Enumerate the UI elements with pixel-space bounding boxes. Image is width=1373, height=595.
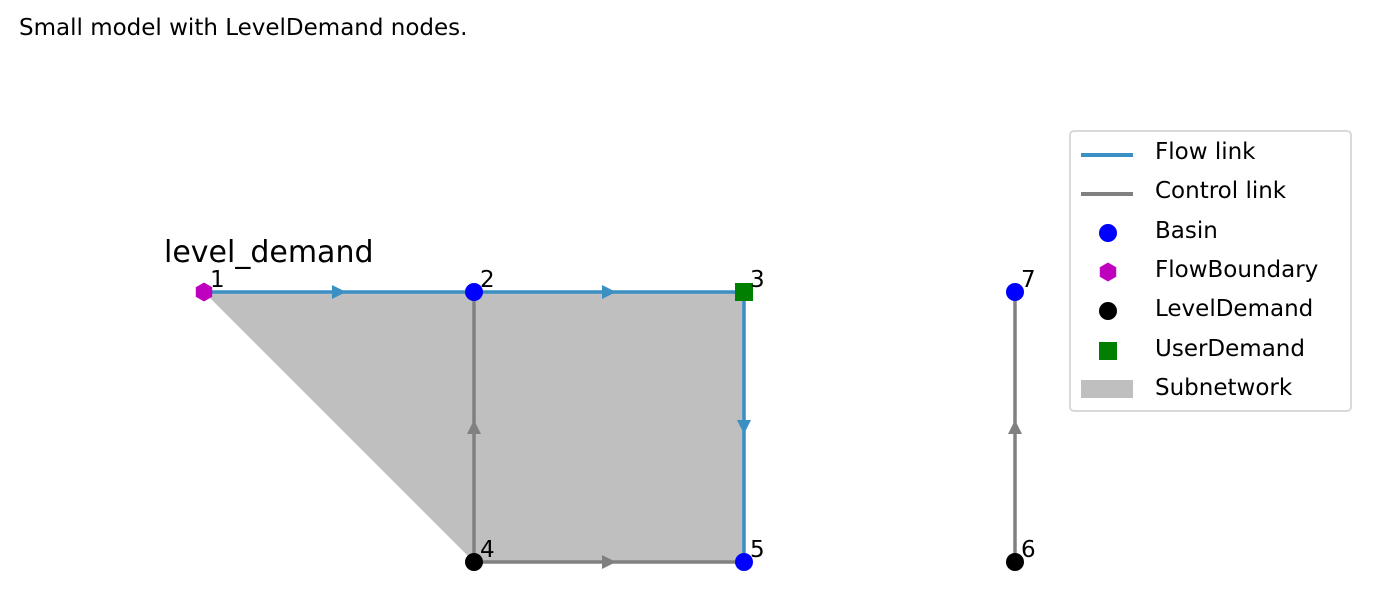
arrow-head-icon	[332, 285, 346, 299]
node-id-label: 3	[750, 267, 765, 293]
legend-label: Basin	[1155, 217, 1218, 244]
arrow-head-icon	[1008, 420, 1022, 434]
node-5-circle-icon[interactable]	[735, 553, 753, 571]
legend-label: FlowBoundary	[1155, 256, 1319, 283]
node-id-label: 2	[480, 267, 495, 293]
node-id-label: 6	[1021, 537, 1036, 563]
legend-item: Control link	[1071, 175, 1350, 211]
line-swatch-icon	[1081, 192, 1133, 197]
node-6-circle-icon[interactable]	[1006, 553, 1024, 571]
node-3-square-icon[interactable]	[735, 283, 753, 301]
legend-label: UserDemand	[1155, 335, 1305, 362]
arrow-head-icon	[467, 420, 481, 434]
arrow-head-icon	[602, 285, 616, 299]
legend-label: Subnetwork	[1155, 374, 1293, 401]
node-7-circle-icon[interactable]	[1006, 283, 1024, 301]
arrow-head-icon	[737, 420, 751, 434]
square-icon	[1099, 341, 1117, 360]
legend-label: LevelDemand	[1155, 296, 1314, 323]
arrow-head-icon	[602, 555, 616, 569]
legend-item: Basin	[1071, 215, 1350, 251]
circle-icon	[1099, 223, 1117, 242]
legend-item: FlowBoundary	[1071, 254, 1350, 290]
node-id-label: 7	[1021, 267, 1036, 293]
page-title: Small model with LevelDemand nodes.	[19, 15, 468, 41]
node-1-hexagon-icon[interactable]	[195, 282, 213, 302]
line-swatch-icon	[1081, 153, 1133, 157]
legend-label: Control link	[1155, 178, 1287, 205]
patch-swatch-icon	[1081, 379, 1133, 398]
legend-item: Subnetwork	[1071, 372, 1350, 408]
node-id-label: 1	[210, 267, 225, 293]
node-id-label: 4	[480, 537, 495, 563]
node-2-circle-icon[interactable]	[465, 283, 483, 301]
hexagon-icon	[1099, 262, 1117, 282]
circle-icon	[1099, 302, 1117, 321]
legend-item: UserDemand	[1071, 333, 1350, 369]
legend-label: Flow link	[1155, 139, 1256, 165]
node-4-circle-icon[interactable]	[465, 553, 483, 571]
subnetwork-label: level_demand	[164, 235, 374, 270]
node-id-label: 5	[750, 537, 765, 563]
legend-item: Flow link	[1071, 136, 1350, 172]
legend-item: LevelDemand	[1071, 293, 1350, 329]
